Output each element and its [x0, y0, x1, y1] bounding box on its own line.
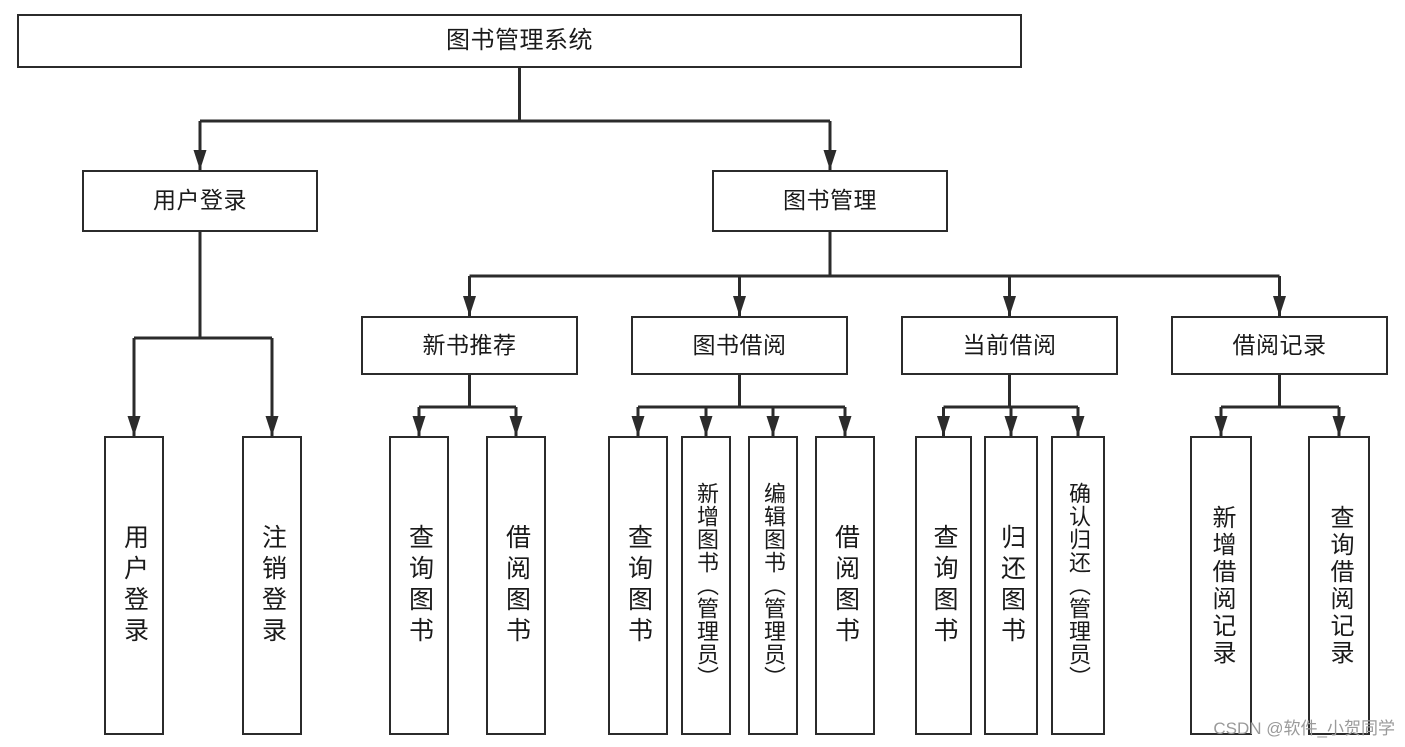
node-leaf-add-record[interactable]: 新增借阅记录: [1190, 436, 1252, 735]
node-leaf-query-record[interactable]: 查询借阅记录: [1308, 436, 1370, 735]
node-label: 确认归还（管理员）: [1066, 482, 1091, 689]
node-leaf-return-book[interactable]: 归还图书: [984, 436, 1038, 735]
node-label: 查询借阅记录: [1326, 504, 1353, 667]
arrowhead-icon: [1273, 296, 1286, 316]
arrowhead-icon: [1004, 416, 1018, 436]
node-label: 查询图书: [405, 523, 434, 648]
node-leaf-user-logout[interactable]: 注销登录: [242, 436, 302, 735]
node-leaf-confirm-return[interactable]: 确认归还（管理员）: [1051, 436, 1105, 735]
node-leaf-user-login[interactable]: 用户登录: [104, 436, 164, 735]
arrowhead-icon: [463, 296, 476, 316]
arrowhead-icon: [127, 416, 141, 436]
node-label: 图书管理系统: [446, 26, 593, 54]
node-label: 用户登录: [153, 187, 247, 214]
node-label: 新增图书（管理员）: [694, 482, 719, 689]
node-label: 查询图书: [624, 523, 653, 648]
arrowhead-icon: [1071, 416, 1085, 436]
arrowhead-icon: [1003, 296, 1016, 316]
node-leaf-edit-book[interactable]: 编辑图书（管理员）: [748, 436, 798, 735]
node-label: 归还图书: [997, 523, 1026, 648]
node-label: 查询图书: [930, 523, 958, 648]
arrowhead-icon: [412, 416, 426, 436]
node-new-book-rec[interactable]: 新书推荐: [361, 316, 578, 375]
node-label: 编辑图书（管理员）: [761, 482, 786, 689]
node-label: 注销登录: [258, 523, 287, 648]
node-label: 借阅图书: [502, 523, 531, 648]
node-leaf-query-book-2[interactable]: 查询图书: [608, 436, 668, 735]
node-user-login[interactable]: 用户登录: [82, 170, 318, 232]
arrowhead-icon: [823, 150, 837, 170]
node-leaf-borrow-book-1[interactable]: 借阅图书: [486, 436, 546, 735]
node-leaf-query-book-3[interactable]: 查询图书: [915, 436, 972, 735]
arrowhead-icon: [937, 416, 950, 436]
node-label: 借阅图书: [831, 523, 860, 648]
arrowhead-icon: [265, 416, 279, 436]
node-leaf-borrow-book-2[interactable]: 借阅图书: [815, 436, 875, 735]
node-label: 当前借阅: [962, 331, 1057, 358]
arrowhead-icon: [1214, 416, 1228, 436]
node-label: 图书管理: [783, 187, 877, 214]
node-label: 新书推荐: [422, 331, 517, 358]
arrowhead-icon: [509, 416, 523, 436]
arrowhead-icon: [193, 150, 207, 170]
arrowhead-icon: [838, 416, 852, 436]
arrowhead-icon: [733, 296, 746, 316]
node-label: 图书借阅: [692, 331, 787, 358]
node-leaf-add-book[interactable]: 新增图书（管理员）: [681, 436, 731, 735]
node-label: 借阅记录: [1232, 331, 1327, 358]
node-borrow-record[interactable]: 借阅记录: [1171, 316, 1388, 375]
node-book-manage[interactable]: 图书管理: [712, 170, 948, 232]
arrowhead-icon: [631, 416, 645, 436]
node-root[interactable]: 图书管理系统: [17, 14, 1022, 68]
arrowhead-icon: [699, 416, 713, 436]
node-label: 新增借阅记录: [1208, 504, 1235, 667]
arrowhead-icon: [766, 416, 780, 436]
node-leaf-query-book-1[interactable]: 查询图书: [389, 436, 449, 735]
node-current-borrow[interactable]: 当前借阅: [901, 316, 1118, 375]
arrowhead-icon: [1332, 416, 1346, 436]
node-label: 用户登录: [120, 523, 149, 648]
node-book-borrow[interactable]: 图书借阅: [631, 316, 848, 375]
